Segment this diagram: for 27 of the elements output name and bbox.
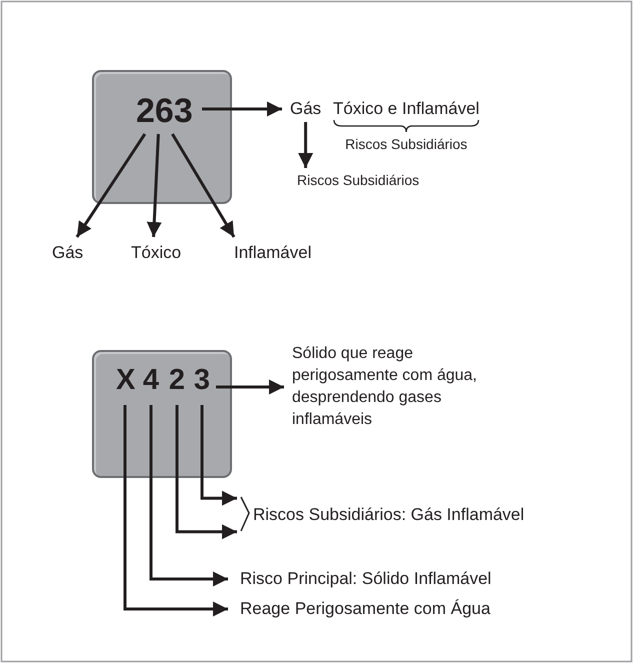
brace-label: Riscos Subsidiários (345, 135, 468, 154)
hazard-description: Sólido que reage perigosamente com água, desprendendo gases inflamáveis (292, 343, 487, 431)
hazard-text: Gás (52, 243, 84, 263)
arrow (202, 102, 282, 116)
hazard-panel (92, 70, 232, 204)
arrow (176, 405, 237, 540)
hazard-text: Tóxico (131, 243, 182, 263)
hazard-panel (92, 350, 232, 478)
hazard-digit: 4 (142, 365, 160, 395)
hazard-text: Gás (290, 99, 322, 119)
hazard-digit: X (116, 365, 134, 395)
arrow (298, 122, 314, 168)
arrow (200, 405, 237, 506)
arrow (150, 405, 228, 586)
hazard-text: Tóxico e Inflamável (333, 99, 480, 119)
arrow (146, 134, 162, 238)
hazard-text: Inflamável (234, 243, 312, 263)
hazard-digit: 2 (168, 365, 186, 395)
hazard-text: Riscos Subsidiários: Gás Inflamável (253, 505, 524, 525)
hazard-text: Reage Perigosamente com Água (240, 599, 490, 619)
arrow (124, 405, 228, 616)
hazard-text: Riscos Subsidiários (297, 170, 420, 190)
arrow (216, 380, 284, 394)
hazard-text: Risco Principal: Sólido Inflamável (240, 569, 492, 589)
arrow (171, 133, 236, 238)
hazard-digit: 3 (193, 365, 211, 395)
arrow (76, 133, 146, 238)
